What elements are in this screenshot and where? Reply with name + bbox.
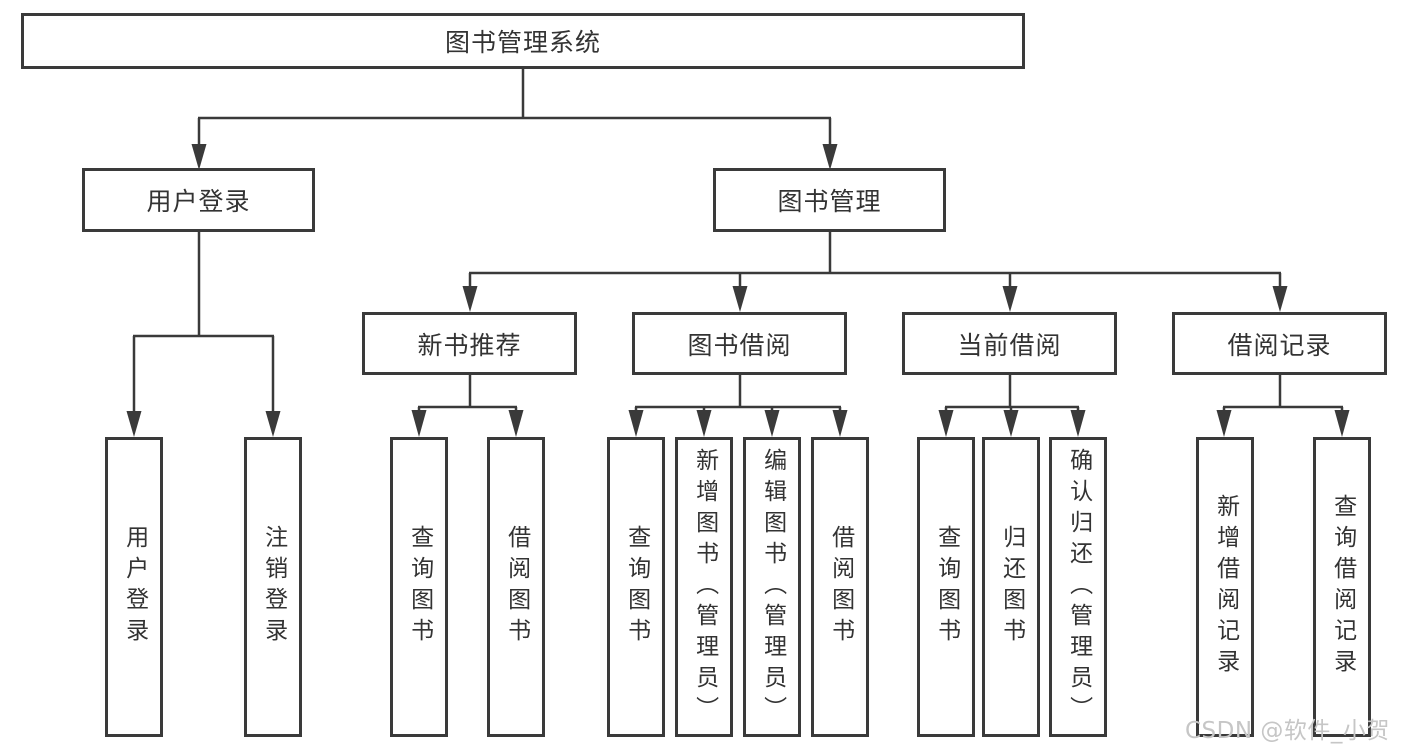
leaf-current-query-book: 查询图书 (917, 437, 975, 737)
leaf-query-borrow-record-label: 查询借阅记录 (1329, 494, 1356, 680)
leaf-recommend-query-book-label: 查询图书 (406, 525, 433, 649)
node-library-system-label: 图书管理系统 (444, 28, 601, 57)
leaf-return-book: 归还图书 (982, 437, 1040, 737)
leaf-edit-book-admin: 编辑图书（管理员） (743, 437, 801, 737)
leaf-edit-book-admin-label: 编辑图书（管理员） (759, 447, 786, 727)
leaf-logout: 注销登录 (244, 437, 302, 737)
leaf-borrow-book-label: 借阅图书 (827, 525, 854, 649)
leaf-user-login-label: 用户登录 (121, 525, 148, 649)
node-current-borrow: 当前借阅 (902, 312, 1117, 375)
node-book-management-label: 图书管理 (777, 187, 882, 216)
arrowhead-group (126, 144, 1350, 437)
leaf-borrow-book: 借阅图书 (811, 437, 869, 737)
node-borrow-records: 借阅记录 (1172, 312, 1387, 375)
node-library-system: 图书管理系统 (21, 13, 1025, 69)
node-new-book-recommend-label: 新书推荐 (417, 330, 522, 360)
leaf-borrow-query-book: 查询图书 (607, 437, 665, 737)
leaf-add-book-admin: 新增图书（管理员） (675, 437, 733, 737)
csdn-watermark: CSDN @软件_小贺同学 (1185, 718, 1390, 744)
node-book-management: 图书管理 (713, 168, 946, 232)
node-user-login: 用户登录 (82, 168, 315, 232)
leaf-recommend-borrow-book-label: 借阅图书 (503, 525, 530, 649)
leaf-add-book-admin-label: 新增图书（管理员） (691, 447, 718, 727)
node-book-borrow: 图书借阅 (632, 312, 847, 375)
leaf-borrow-query-book-label: 查询图书 (623, 525, 650, 649)
leaf-add-borrow-record-label: 新增借阅记录 (1212, 494, 1239, 680)
leaf-recommend-query-book: 查询图书 (390, 437, 448, 737)
node-borrow-records-label: 借阅记录 (1227, 330, 1332, 360)
leaf-confirm-return-admin: 确认归还（管理员） (1049, 437, 1107, 737)
leaf-logout-label: 注销登录 (260, 525, 287, 649)
node-book-borrow-label: 图书借阅 (687, 330, 792, 360)
leaf-current-query-book-label: 查询图书 (933, 525, 960, 649)
node-user-login-label: 用户登录 (146, 187, 251, 216)
leaf-return-book-label: 归还图书 (998, 525, 1025, 649)
leaf-add-borrow-record: 新增借阅记录 (1196, 437, 1254, 737)
leaf-query-borrow-record: 查询借阅记录 (1313, 437, 1371, 737)
leaf-user-login: 用户登录 (105, 437, 163, 737)
leaf-confirm-return-admin-label: 确认归还（管理员） (1065, 447, 1092, 727)
node-current-borrow-label: 当前借阅 (957, 330, 1062, 360)
leaf-recommend-borrow-book: 借阅图书 (487, 437, 545, 737)
node-new-book-recommend: 新书推荐 (362, 312, 577, 375)
